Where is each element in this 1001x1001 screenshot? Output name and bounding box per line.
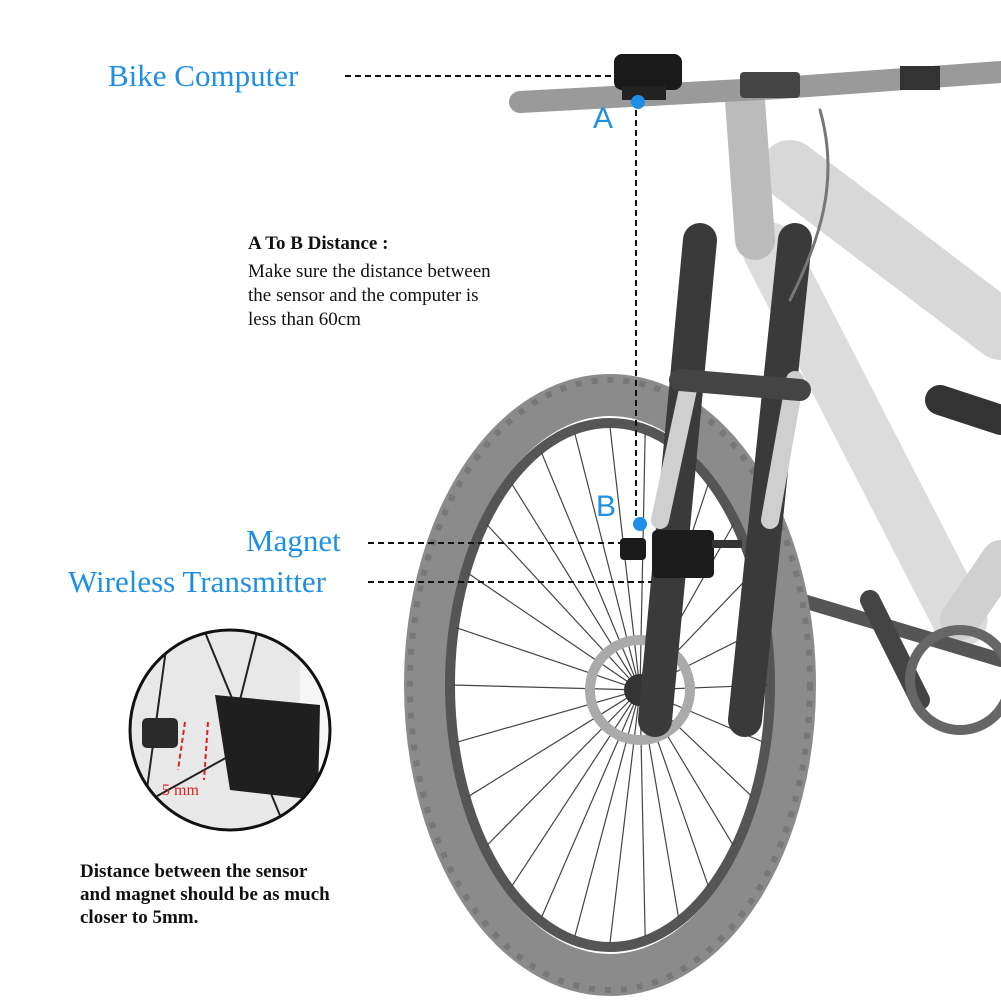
inset-measure-label: 5 mm — [162, 782, 199, 799]
distance-note-line: less than 60cm — [248, 309, 361, 330]
wheel-spoke — [486, 523, 641, 691]
wheel-spoke — [455, 689, 641, 743]
wheel-spoke — [510, 689, 641, 888]
leader-lines — [345, 75, 652, 583]
wireless-transmitter-label: Wireless Transmitter — [68, 564, 326, 599]
inset-caption-line: closer to 5mm. — [80, 907, 199, 928]
bike-computer-label: Bike Computer — [108, 58, 299, 93]
wheel-spoke — [639, 433, 646, 691]
distance-note: A To B Distance : Make sure the distance… — [248, 232, 491, 332]
suspension-fork — [638, 80, 812, 737]
wheel-spoke — [451, 684, 641, 691]
wireless-transmitter-device — [652, 530, 742, 578]
wheel-spoke — [510, 482, 641, 691]
point-a-label: A — [593, 102, 614, 135]
wheel-spoke — [467, 689, 641, 798]
point-b-label: B — [596, 490, 617, 523]
magnet-label: Magnet — [246, 523, 341, 558]
wheel-spoke — [574, 689, 641, 937]
bike-computer-device — [614, 54, 682, 100]
distance-note-line: Make sure the distance between — [248, 261, 491, 282]
wheel-spoke — [574, 433, 641, 691]
wheel-spoke — [609, 689, 641, 944]
distance-note-line: the sensor and the computer is — [248, 285, 479, 306]
inset-caption-line: and magnet should be as much — [80, 884, 330, 905]
handlebar — [509, 61, 1001, 302]
point-b-marker — [633, 517, 647, 531]
wheel-spoke — [639, 689, 646, 937]
distance-note-title: A To B Distance : — [248, 233, 389, 254]
wheel-spoke — [486, 689, 641, 847]
inset-closeup: 5 mm — [128, 628, 332, 832]
inset-caption-line: Distance between the sensor — [80, 861, 308, 882]
wheel-spoke — [540, 689, 641, 918]
magnet-device — [620, 538, 646, 560]
wheel-spoke — [455, 627, 641, 691]
inset-caption: Distance between the sensor and magnet s… — [80, 860, 330, 929]
point-a-marker — [631, 95, 645, 109]
wheel-spoke — [467, 572, 641, 691]
wheel-spoke — [540, 452, 641, 691]
